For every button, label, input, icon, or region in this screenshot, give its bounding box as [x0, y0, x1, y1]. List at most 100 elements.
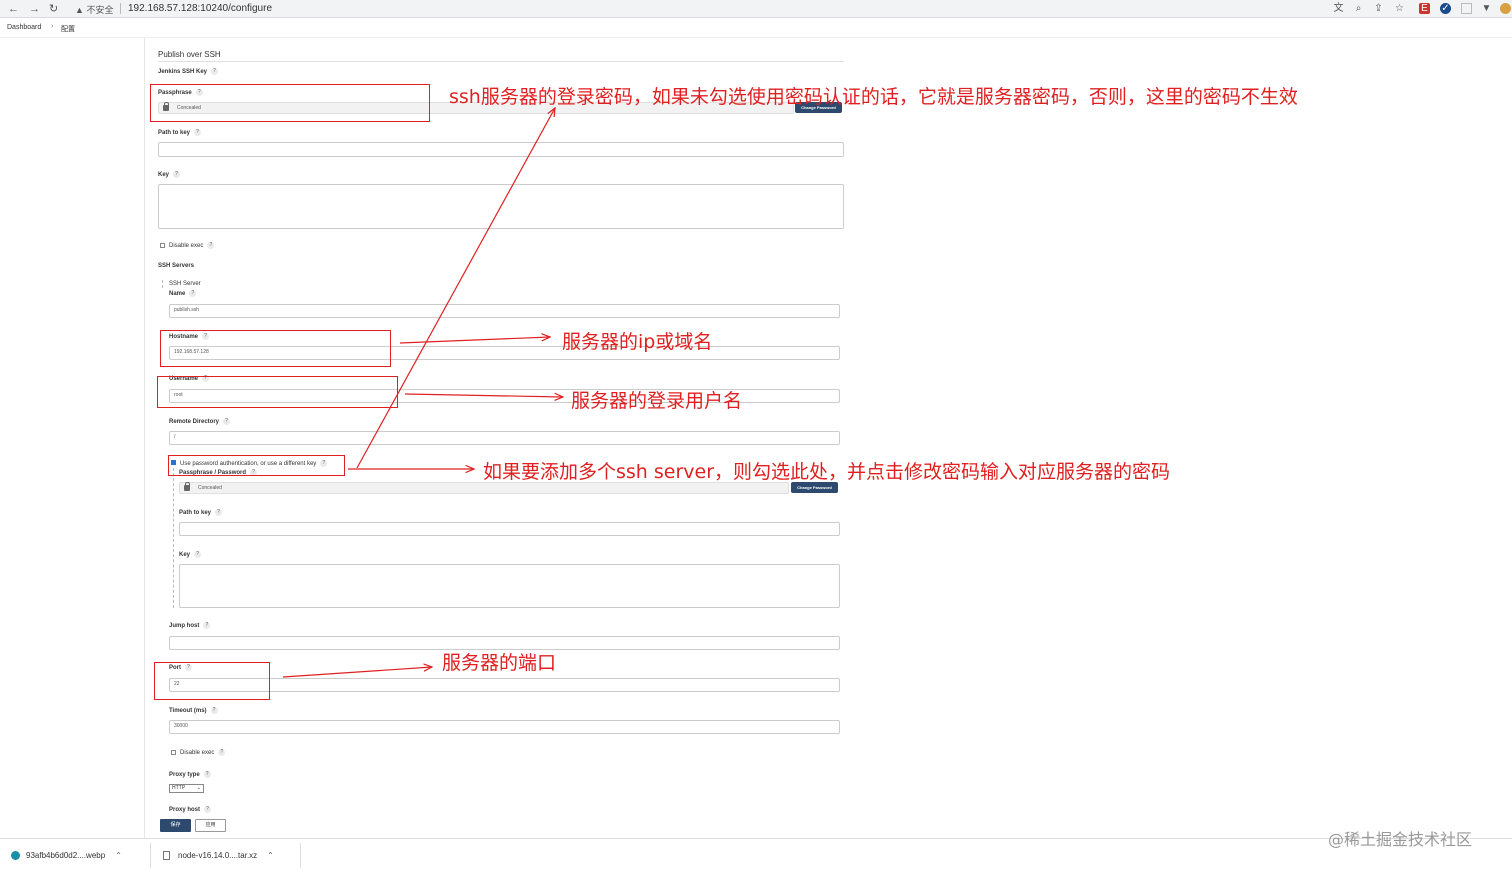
- translate-icon[interactable]: 文: [1333, 3, 1344, 14]
- key-text: Key: [158, 172, 170, 179]
- help-icon[interactable]: ?: [207, 242, 215, 249]
- downloads-bar: 93afb4b6d0d2....webp ⌃ node-v16.14.0....t…: [0, 838, 1512, 871]
- chevron-down-icon: ⌄: [196, 785, 201, 791]
- username-highlight-box: [157, 376, 398, 408]
- back-icon[interactable]: ←: [8, 3, 19, 15]
- key-label: Key?: [158, 171, 181, 179]
- filter-icon[interactable]: ▼: [1481, 3, 1492, 14]
- extension-icon[interactable]: E: [1419, 3, 1430, 14]
- server-disable-exec-label: Disable exec?: [180, 749, 226, 757]
- ssh-servers-label: SSH Servers: [158, 263, 195, 269]
- help-icon[interactable]: ?: [202, 375, 210, 382]
- server-path-to-key-label: Path to key?: [179, 509, 223, 516]
- help-icon[interactable]: ?: [223, 418, 231, 425]
- proxy-host-text: Proxy host: [169, 807, 201, 814]
- proxy-type-select[interactable]: HTTP ⌄: [169, 784, 204, 793]
- zoom-icon[interactable]: ⌕: [1355, 3, 1362, 14]
- help-icon[interactable]: ?: [203, 622, 211, 629]
- help-icon[interactable]: ?: [173, 171, 181, 178]
- port-input[interactable]: 22: [169, 678, 840, 692]
- help-icon[interactable]: ?: [215, 509, 223, 516]
- breadcrumb-dashboard[interactable]: Dashboard: [7, 24, 42, 31]
- path-to-key-label: Path to key?: [158, 129, 202, 136]
- passphrase-label: Passphrase?: [158, 89, 203, 96]
- name-input[interactable]: publish.ssh: [169, 304, 840, 318]
- star-icon[interactable]: ☆: [1395, 3, 1404, 14]
- jump-host-input[interactable]: [169, 636, 840, 650]
- download-item-1-name: 93afb4b6d0d2....webp: [26, 851, 106, 860]
- sidebar-divider: [144, 38, 145, 838]
- username-label: Username?: [169, 375, 210, 383]
- section-divider: [158, 61, 844, 62]
- chevron-up-icon[interactable]: ⌃: [115, 851, 122, 860]
- optional-block-border: [173, 468, 174, 608]
- file-icon: [163, 851, 170, 861]
- download-separator: [150, 843, 151, 868]
- username-annotation: 服务器的登录用户名: [571, 390, 743, 412]
- server-disable-exec-text: Disable exec: [180, 750, 215, 757]
- server-disable-exec-checkbox[interactable]: [171, 750, 176, 755]
- server-drag-handle[interactable]: [162, 280, 163, 288]
- help-icon[interactable]: ?: [202, 333, 210, 340]
- server-key-textarea[interactable]: [179, 564, 840, 608]
- help-icon[interactable]: ?: [250, 469, 258, 476]
- lock-icon: [163, 102, 169, 111]
- timeout-text: Timeout (ms): [169, 708, 207, 715]
- save-button[interactable]: 保存: [160, 819, 191, 832]
- proxy-type-text: Proxy type: [169, 772, 200, 779]
- help-icon[interactable]: ?: [185, 664, 192, 671]
- username-text: Username: [169, 376, 199, 383]
- download-separator: [300, 843, 301, 868]
- passphrase-highlight-box: [150, 84, 430, 122]
- use-password-highlight-box: [168, 455, 345, 476]
- check-icon[interactable]: ✓: [1440, 3, 1451, 14]
- help-icon[interactable]: ?: [189, 290, 197, 297]
- remote-directory-input[interactable]: /: [169, 431, 840, 445]
- apply-button[interactable]: 应用: [195, 819, 226, 832]
- address-bar[interactable]: 192.168.57.128:10240/configure: [128, 3, 273, 14]
- reload-icon[interactable]: ↻: [49, 3, 59, 15]
- share-icon[interactable]: ⇪: [1374, 3, 1383, 14]
- disable-exec-checkbox[interactable]: [160, 243, 165, 248]
- port-label: Port?: [169, 664, 192, 671]
- help-icon[interactable]: ?: [203, 771, 211, 778]
- passphrase-password-text: Passphrase / Password: [179, 470, 247, 477]
- jenkins-ssh-key-text: Jenkins SSH Key: [158, 69, 208, 76]
- tab-icon[interactable]: [1461, 3, 1472, 14]
- download-item-2[interactable]: node-v16.14.0....tar.xz⌃: [163, 848, 274, 864]
- help-icon[interactable]: ?: [218, 749, 226, 756]
- section-title: Publish over SSH: [158, 50, 221, 59]
- server-change-password-button[interactable]: Change Password: [791, 482, 838, 493]
- key-textarea[interactable]: [158, 184, 844, 229]
- help-icon[interactable]: ?: [194, 551, 202, 558]
- edge-icon: [11, 851, 20, 861]
- timeout-input[interactable]: 30000: [169, 720, 840, 734]
- security-label: 不安全: [86, 5, 114, 15]
- download-item-1[interactable]: 93afb4b6d0d2....webp ⌃: [11, 848, 122, 864]
- forward-icon[interactable]: →: [29, 3, 40, 15]
- profile-icon[interactable]: [1500, 3, 1511, 14]
- use-password-checkbox[interactable]: [171, 460, 176, 465]
- help-icon[interactable]: ?: [194, 129, 202, 136]
- url-separator: [120, 3, 121, 14]
- name-text: Name: [169, 291, 186, 298]
- breadcrumb-configure[interactable]: 配置: [61, 26, 75, 33]
- server-path-to-key-input[interactable]: [179, 522, 840, 536]
- name-label: Name?: [169, 290, 197, 298]
- proxy-type-value: HTTP: [172, 785, 186, 791]
- help-icon[interactable]: ?: [195, 89, 203, 96]
- help-icon[interactable]: ?: [320, 460, 328, 467]
- timeout-label: Timeout (ms)?: [169, 707, 218, 714]
- help-icon[interactable]: ?: [204, 806, 212, 813]
- browser-toolbar: ← → ↻ ▲ 不安全 192.168.57.128:10240/configu…: [0, 0, 1512, 18]
- path-to-key-input[interactable]: [158, 142, 844, 157]
- ssh-server-header: SSH Server: [169, 281, 201, 287]
- server-passphrase-concealed-field[interactable]: Concealed: [179, 482, 789, 494]
- change-password-button[interactable]: Change Password: [795, 102, 842, 113]
- security-warning[interactable]: ▲ 不安全: [75, 3, 113, 16]
- help-icon[interactable]: ?: [211, 68, 219, 75]
- help-icon[interactable]: ?: [210, 707, 218, 714]
- chevron-up-icon[interactable]: ⌃: [267, 851, 274, 860]
- hostname-arrow: [399, 337, 550, 344]
- jump-host-label: Jump host?: [169, 622, 211, 629]
